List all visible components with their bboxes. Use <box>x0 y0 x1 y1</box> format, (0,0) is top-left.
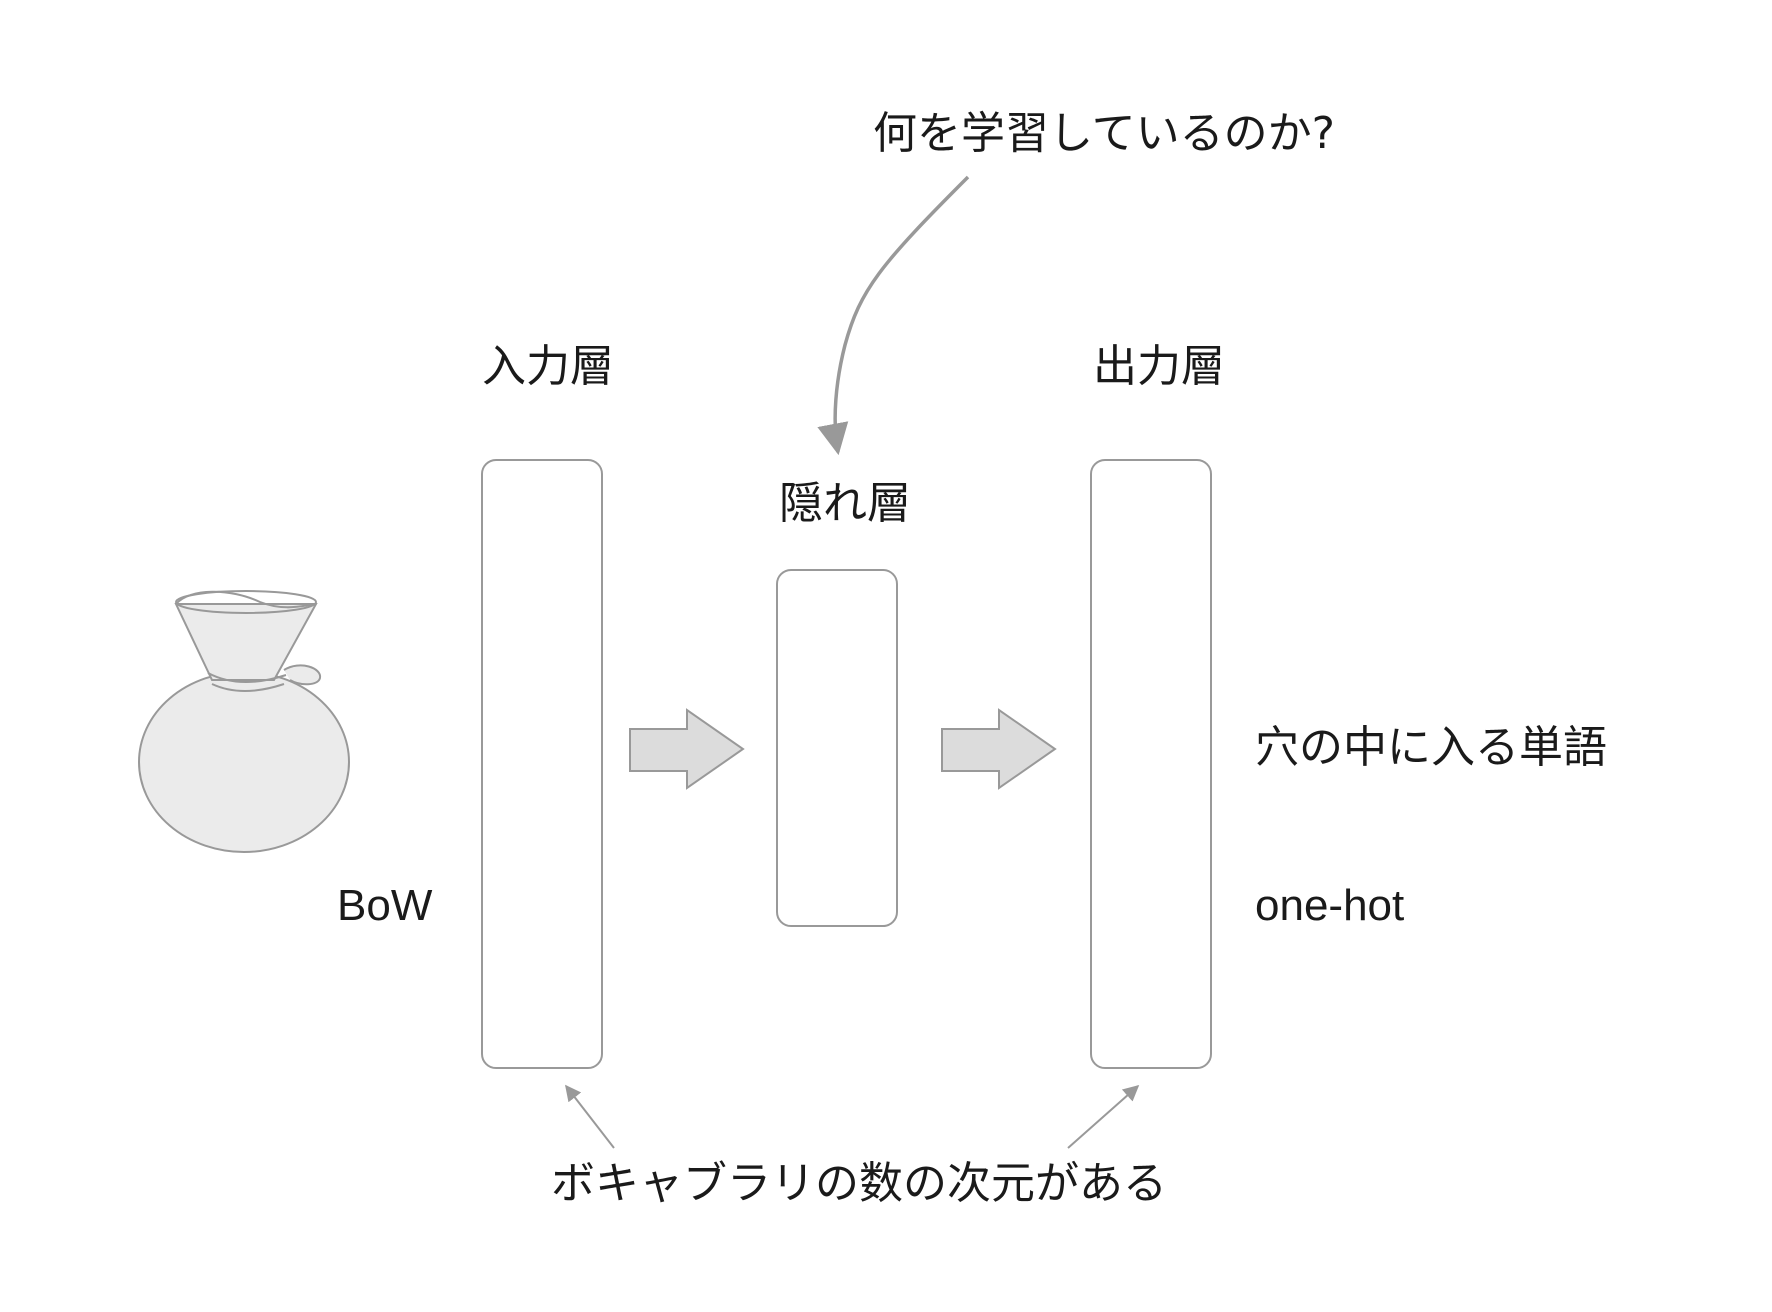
right-arrow-icon <box>629 708 745 790</box>
note-arrow-output <box>1067 1084 1140 1149</box>
money-bag-icon <box>138 590 350 853</box>
input-layer-box <box>481 459 603 1069</box>
dimension-note: ボキャブラリの数の次元がある <box>551 1158 1167 1209</box>
right-arrow-icon <box>941 708 1057 790</box>
question-arrow <box>817 175 970 456</box>
question-text: 何を学習しているのか? <box>873 108 1336 159</box>
output-layer-box <box>1090 459 1212 1069</box>
input-layer-label: 入力層 <box>482 341 614 392</box>
output-encoding-label: one-hot <box>1255 881 1405 930</box>
hidden-layer-box <box>776 569 898 927</box>
input-encoding-label: BoW <box>337 881 433 930</box>
note-arrow-input <box>565 1084 615 1149</box>
hidden-layer-label: 隠れ層 <box>779 478 911 529</box>
output-layer-label: 出力層 <box>1093 341 1225 392</box>
output-description-label: 穴の中に入る単語 <box>1255 722 1607 773</box>
